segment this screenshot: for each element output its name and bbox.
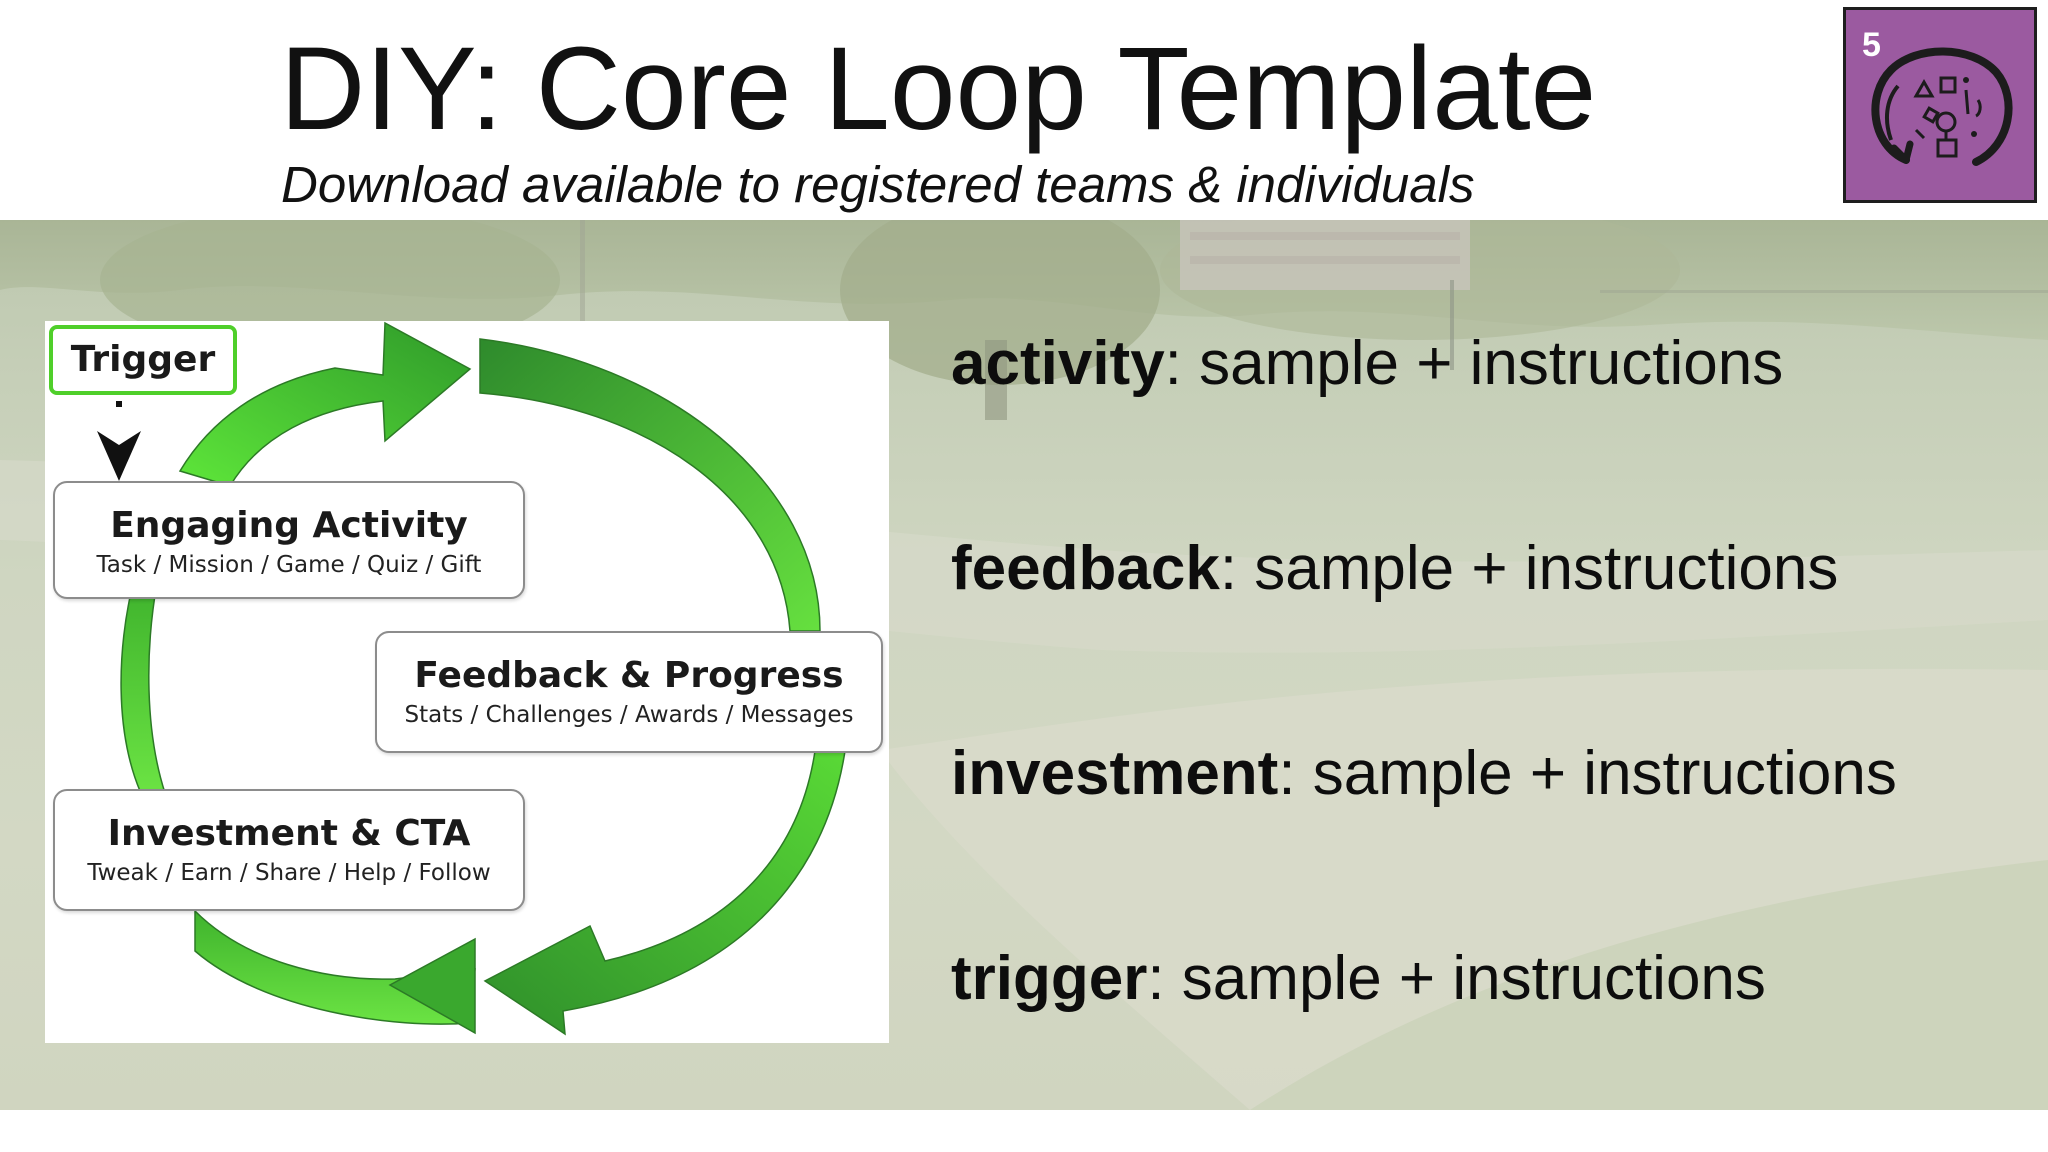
trigger-box: Trigger	[49, 325, 237, 395]
loop-item-text: : sample + instructions	[1147, 944, 1766, 1013]
box-subtitle: Stats / Challenges / Awards / Messages	[404, 702, 854, 728]
slide-badge: 5	[1843, 7, 2037, 203]
arrow-to-activity	[479, 338, 821, 632]
box-title: Engaging Activity	[110, 505, 468, 546]
arrow-to-feedback	[178, 321, 472, 487]
loop-item-investment: investment: sample + instructions	[951, 738, 1897, 810]
box-subtitle: Tweak / Earn / Share / Help / Follow	[87, 860, 491, 886]
loop-arrows	[97, 321, 846, 1036]
slide-title: DIY: Core Loop Template	[280, 23, 1597, 155]
arrow-from-feedback	[483, 750, 846, 1036]
loop-item-activity: activity: sample + instructions	[951, 328, 1783, 400]
arrow-to-investment	[120, 582, 167, 794]
box-title: Investment & CTA	[107, 813, 471, 854]
loop-item-term: trigger	[951, 944, 1148, 1013]
loop-item-text: : sample + instructions	[1164, 329, 1784, 398]
trigger-label: Trigger	[70, 339, 216, 380]
loop-item-text: : sample + instructions	[1278, 739, 1897, 808]
trigger-arrow-icon	[97, 431, 141, 481]
investment-cta-box: Investment & CTA Tweak / Earn / Share / …	[53, 789, 525, 911]
loop-item-feedback: feedback: sample + instructions	[951, 533, 1838, 605]
box-subtitle: Task / Mission / Game / Quiz / Gift	[96, 552, 482, 578]
engaging-activity-box: Engaging Activity Task / Mission / Game …	[53, 481, 525, 599]
loop-item-trigger: trigger: sample + instructions	[951, 943, 1766, 1015]
loop-item-term: feedback	[951, 534, 1220, 603]
box-title: Feedback & Progress	[414, 655, 844, 696]
arrow-to-activity-head	[388, 937, 476, 1035]
core-loop-diagram: Trigger Engaging Activity Task / Mission…	[45, 321, 889, 1043]
badge-number: 5	[1862, 26, 1881, 64]
core-loop-sketch-icon	[1846, 10, 2034, 200]
feedback-progress-box: Feedback & Progress Stats / Challenges /…	[375, 631, 883, 753]
slide-subtitle: Download available to registered teams &…	[281, 156, 1475, 213]
loop-item-text: : sample + instructions	[1219, 534, 1839, 603]
loop-item-term: activity	[951, 329, 1165, 398]
loop-item-term: investment	[951, 739, 1279, 808]
